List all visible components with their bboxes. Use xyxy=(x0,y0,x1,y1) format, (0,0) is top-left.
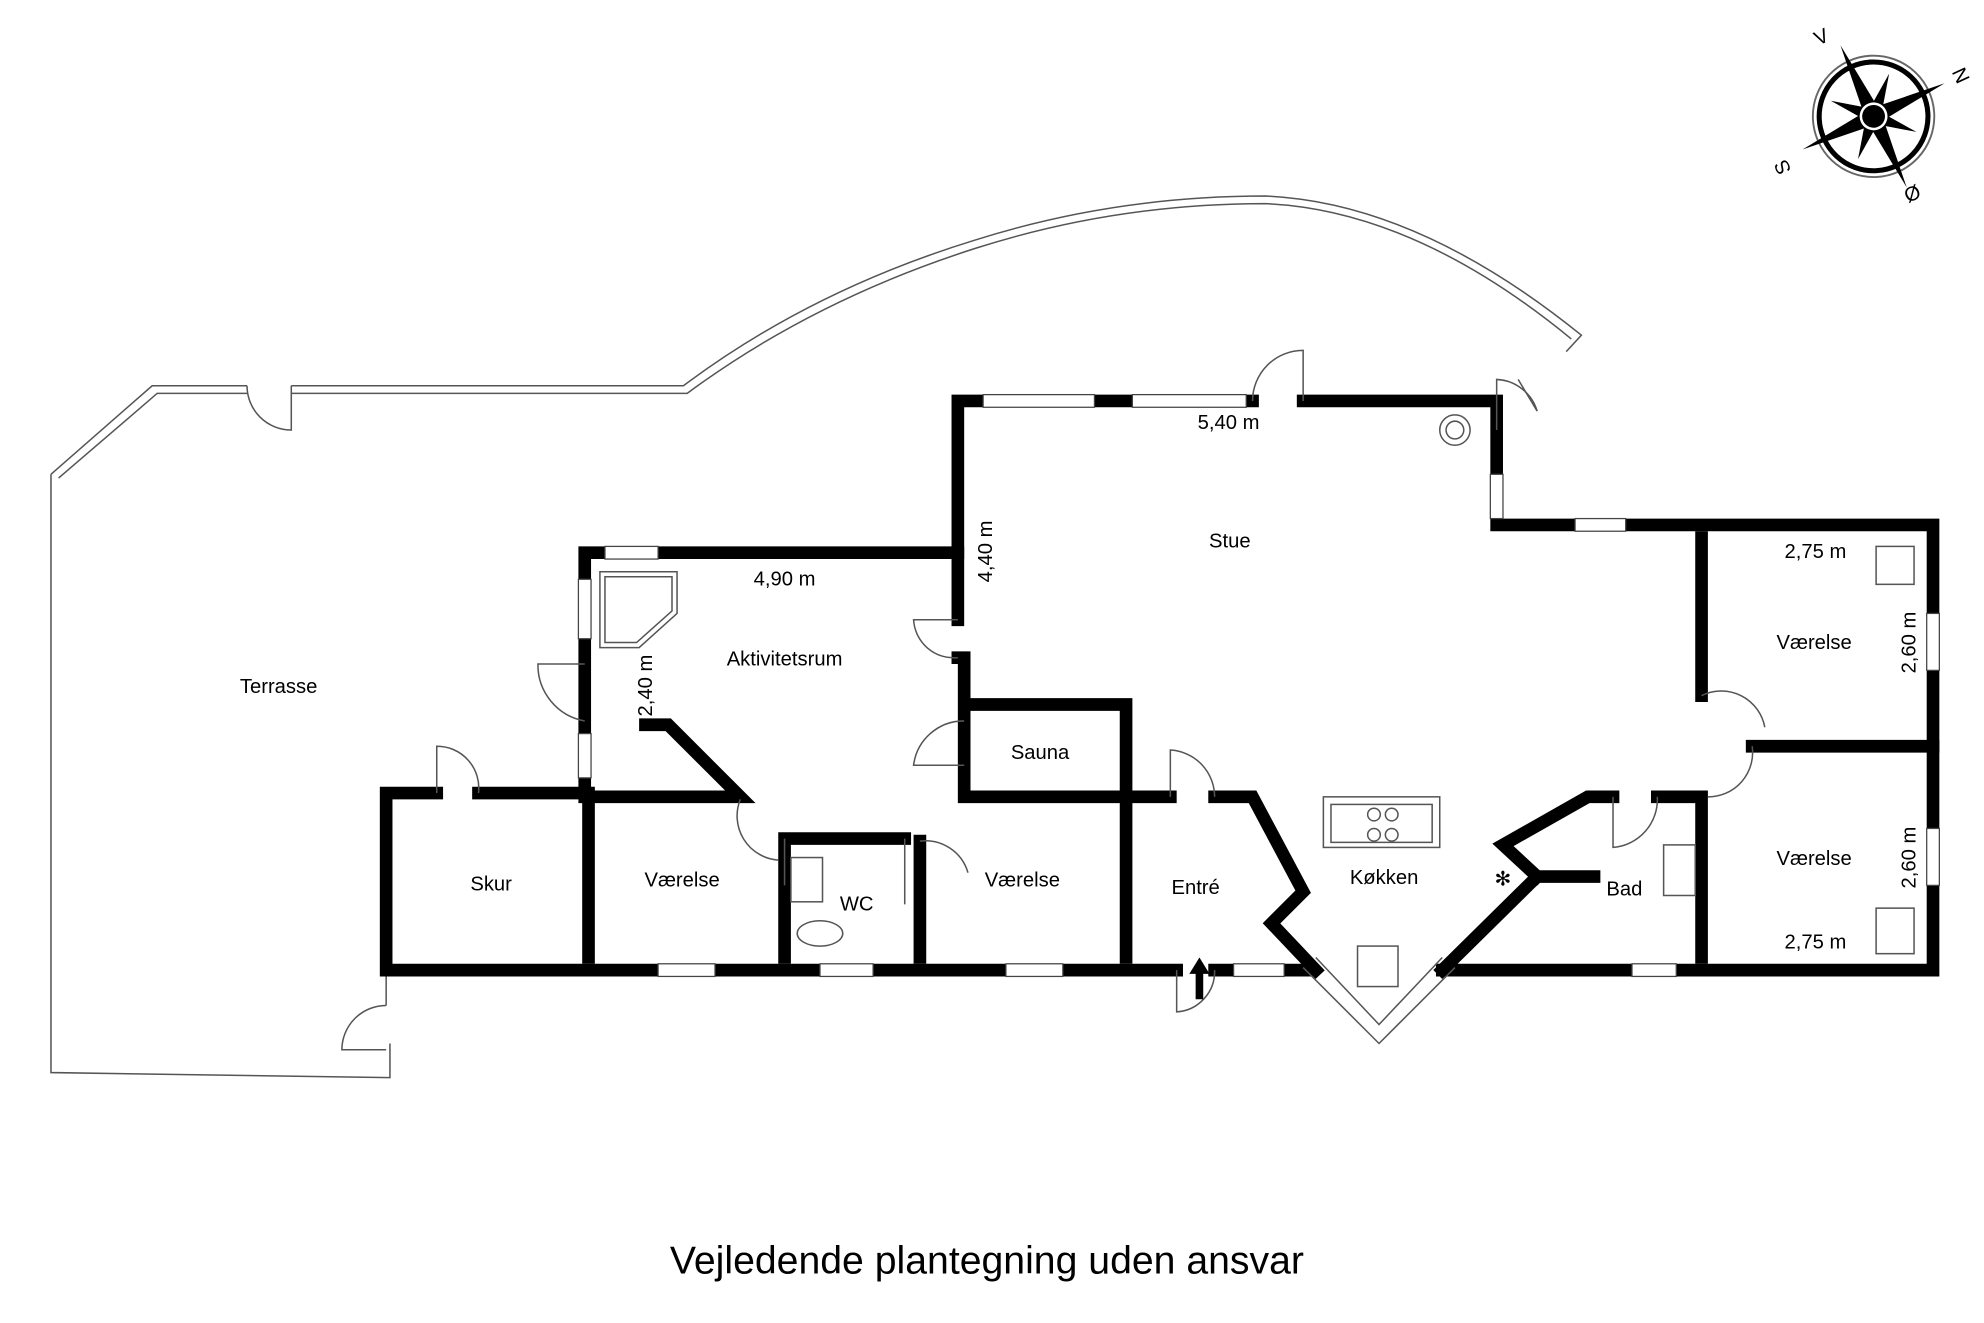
dim-stue-depth: 4,40 m xyxy=(975,521,997,583)
entrance-arrow-icon xyxy=(1189,957,1210,1000)
compass-north: N xyxy=(1947,65,1973,88)
dim-vaerelse3-depth: 2,60 m xyxy=(1898,612,1920,674)
compass-rose-icon xyxy=(1802,45,1945,188)
room-vaerelse-4: Værelse xyxy=(1776,848,1851,870)
room-skur: Skur xyxy=(470,873,512,895)
compass-east: Ø xyxy=(1901,181,1925,208)
room-wc: WC xyxy=(840,894,874,916)
walls xyxy=(379,394,1940,980)
compass-west: V xyxy=(1811,25,1833,51)
room-sauna: Sauna xyxy=(1011,742,1070,764)
dim-stue-width: 5,40 m xyxy=(1198,412,1260,434)
room-vaerelse-2: Værelse xyxy=(985,870,1060,892)
dim-aktivitet-depth: 2,40 m xyxy=(635,655,657,717)
dimension-labels: 5,40 m 4,40 m 4,90 m 2,40 m 2,75 m 2,60 … xyxy=(635,412,1921,954)
fixtures: ✻ xyxy=(599,414,1915,1045)
windows xyxy=(577,393,1940,978)
plan-caption: Vejledende plantegning uden ansvar xyxy=(670,1240,1304,1283)
compass-south: S xyxy=(1771,156,1797,178)
room-vaerelse-1: Værelse xyxy=(644,870,719,892)
room-labels: Terrasse Stue Aktivitetsrum Sauna Skur V… xyxy=(240,531,1852,916)
room-terrasse: Terrasse xyxy=(240,676,318,698)
terrace-outline xyxy=(50,195,1583,1079)
room-vaerelse-3: Værelse xyxy=(1776,632,1851,654)
dim-vaerelse3-width: 2,75 m xyxy=(1784,541,1846,563)
doors xyxy=(435,349,1766,1013)
room-entre: Entré xyxy=(1171,877,1219,899)
dim-vaerelse4-depth: 2,60 m xyxy=(1898,827,1920,889)
room-stue: Stue xyxy=(1209,531,1251,553)
room-koekken: Køkken xyxy=(1350,867,1419,889)
dim-vaerelse4-width: 2,75 m xyxy=(1784,932,1846,954)
dim-aktivitet-width: 4,90 m xyxy=(754,569,816,591)
freezer-icon: ✻ xyxy=(1495,868,1512,890)
room-bad: Bad xyxy=(1606,878,1642,900)
room-aktivitetsrum: Aktivitetsrum xyxy=(727,648,843,670)
